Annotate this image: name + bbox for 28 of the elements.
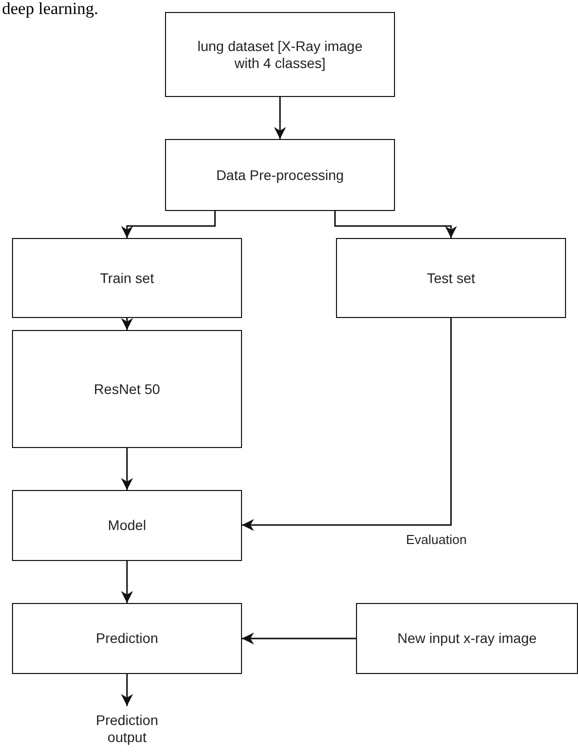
- node-label: Train set: [100, 270, 154, 286]
- process-box: [165, 12, 395, 97]
- arrow: [121, 448, 133, 490]
- process-box: [12, 238, 242, 318]
- node-label: lung dataset [X-Ray image with 4 classes]: [196, 38, 364, 72]
- node-label: Model: [108, 517, 146, 534]
- edge-label: Evaluation: [404, 532, 469, 547]
- caption-text: deep learning.: [2, 0, 98, 19]
- process-box: [356, 603, 578, 674]
- arrow: [274, 97, 286, 139]
- arrow: [121, 318, 133, 330]
- arrow: [121, 211, 216, 238]
- process-box: [12, 490, 242, 561]
- arrow: [242, 318, 452, 531]
- arrow: [121, 674, 133, 706]
- process-box: [12, 603, 242, 674]
- node-label: ResNet 50: [94, 380, 160, 398]
- arrow: [242, 632, 356, 644]
- arrow: [334, 211, 457, 238]
- process-box: [336, 238, 566, 318]
- output-text: Prediction output: [82, 706, 172, 752]
- arrow: [121, 561, 133, 603]
- node-label: Prediction: [96, 630, 158, 647]
- process-box: [12, 330, 242, 448]
- node-label: Data Pre-processing: [216, 166, 344, 184]
- node-label: Test set: [426, 270, 476, 286]
- process-box: [165, 139, 395, 211]
- node-label: New input x-ray image: [397, 630, 537, 647]
